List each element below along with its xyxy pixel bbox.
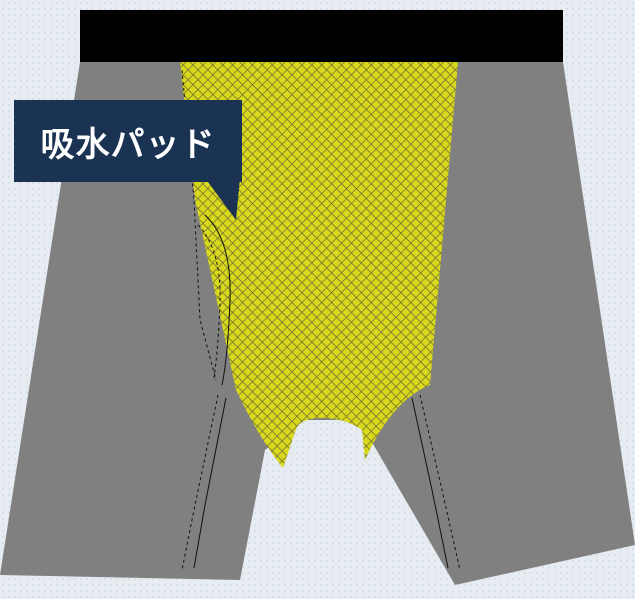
seam-left-fly [204,214,231,386]
absorbent-pad [180,62,458,468]
pad-label: 吸水パッド [14,100,242,182]
seam-left-leg [181,394,219,571]
seam-right-leg [419,394,461,571]
seam-right-leg-line [411,397,449,569]
waistband [80,10,563,62]
seam-left-fly-stitch [197,224,221,379]
callout-pointer [205,178,240,220]
seam-left-leg-line [193,397,227,569]
